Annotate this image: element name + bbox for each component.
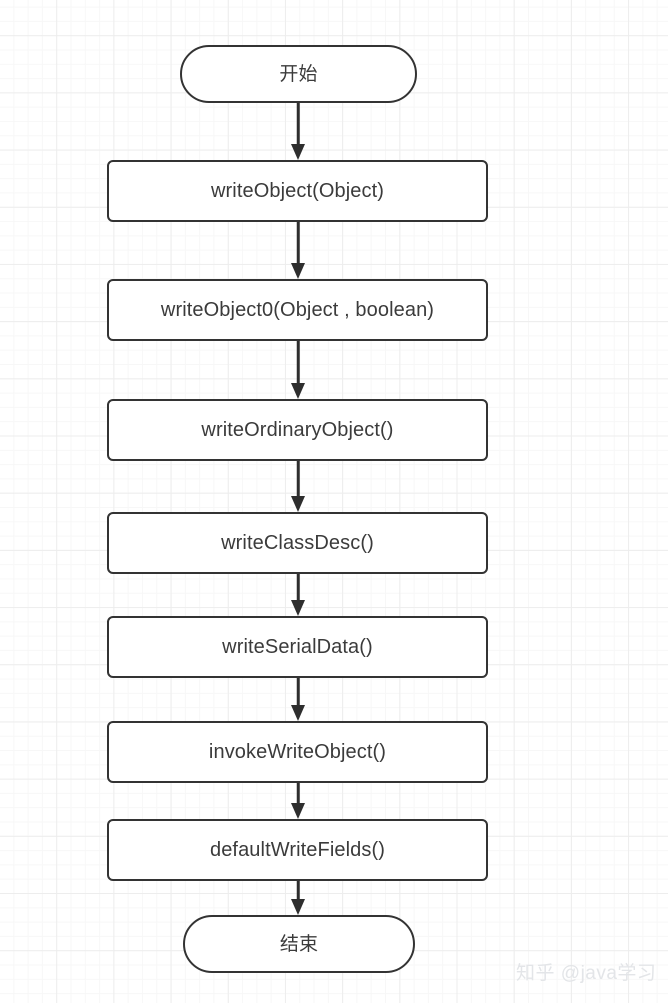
node-label: writeObject(Object) (210, 180, 385, 202)
flowchart-node-default-write-fields[interactable]: defaultWriteFields() (107, 819, 488, 881)
connector-default-write-fields-to-end (291, 881, 305, 915)
node-label: writeOrdinaryObject() (201, 419, 394, 441)
connector-line (296, 341, 300, 385)
flowchart-node-write-serial-data[interactable]: writeSerialData() (107, 616, 488, 678)
flowchart-node-write-object[interactable]: writeObject(Object) (107, 160, 488, 222)
connector-write-ordinary-object-to-write-class-desc (291, 461, 305, 512)
node-label: writeClassDesc() (221, 532, 374, 554)
connector-line (296, 103, 300, 146)
connector-line (296, 222, 300, 265)
arrowhead-icon (291, 899, 305, 915)
flowchart-node-invoke-write-object[interactable]: invokeWriteObject() (107, 721, 488, 783)
flowchart-node-start[interactable]: 开始 (180, 45, 417, 103)
connector-write-object-to-write-object0 (291, 222, 305, 279)
node-label: invokeWriteObject() (208, 741, 387, 763)
connector-line (296, 783, 300, 805)
arrowhead-icon (291, 600, 305, 616)
arrowhead-icon (291, 263, 305, 279)
flowchart-node-write-class-desc[interactable]: writeClassDesc() (107, 512, 488, 574)
arrowhead-icon (291, 705, 305, 721)
connector-line (296, 881, 300, 901)
node-label: defaultWriteFields() (209, 839, 386, 861)
connector-start-to-write-object (291, 103, 305, 160)
watermark: 知乎 @java学习 (516, 963, 657, 984)
connector-line (296, 678, 300, 707)
node-label: writeObject0(Object , boolean) (160, 299, 435, 321)
flowchart-node-end[interactable]: 结束 (183, 915, 415, 973)
connector-write-class-desc-to-write-serial-data (291, 574, 305, 616)
node-label: 开始 (279, 63, 318, 85)
flowchart-node-write-ordinary-object[interactable]: writeOrdinaryObject() (107, 399, 488, 461)
node-label: writeSerialData() (222, 636, 373, 658)
connector-invoke-write-object-to-default-write-fields (291, 783, 305, 819)
connector-line (296, 574, 300, 602)
arrowhead-icon (291, 803, 305, 819)
arrowhead-icon (291, 383, 305, 399)
connector-write-serial-data-to-invoke-write-object (291, 678, 305, 721)
arrowhead-icon (291, 144, 305, 160)
connector-write-object0-to-write-ordinary-object (291, 341, 305, 399)
connector-line (296, 461, 300, 498)
flowchart-node-write-object0[interactable]: writeObject0(Object , boolean) (107, 279, 488, 341)
node-label: 结束 (279, 933, 319, 955)
arrowhead-icon (291, 496, 305, 512)
